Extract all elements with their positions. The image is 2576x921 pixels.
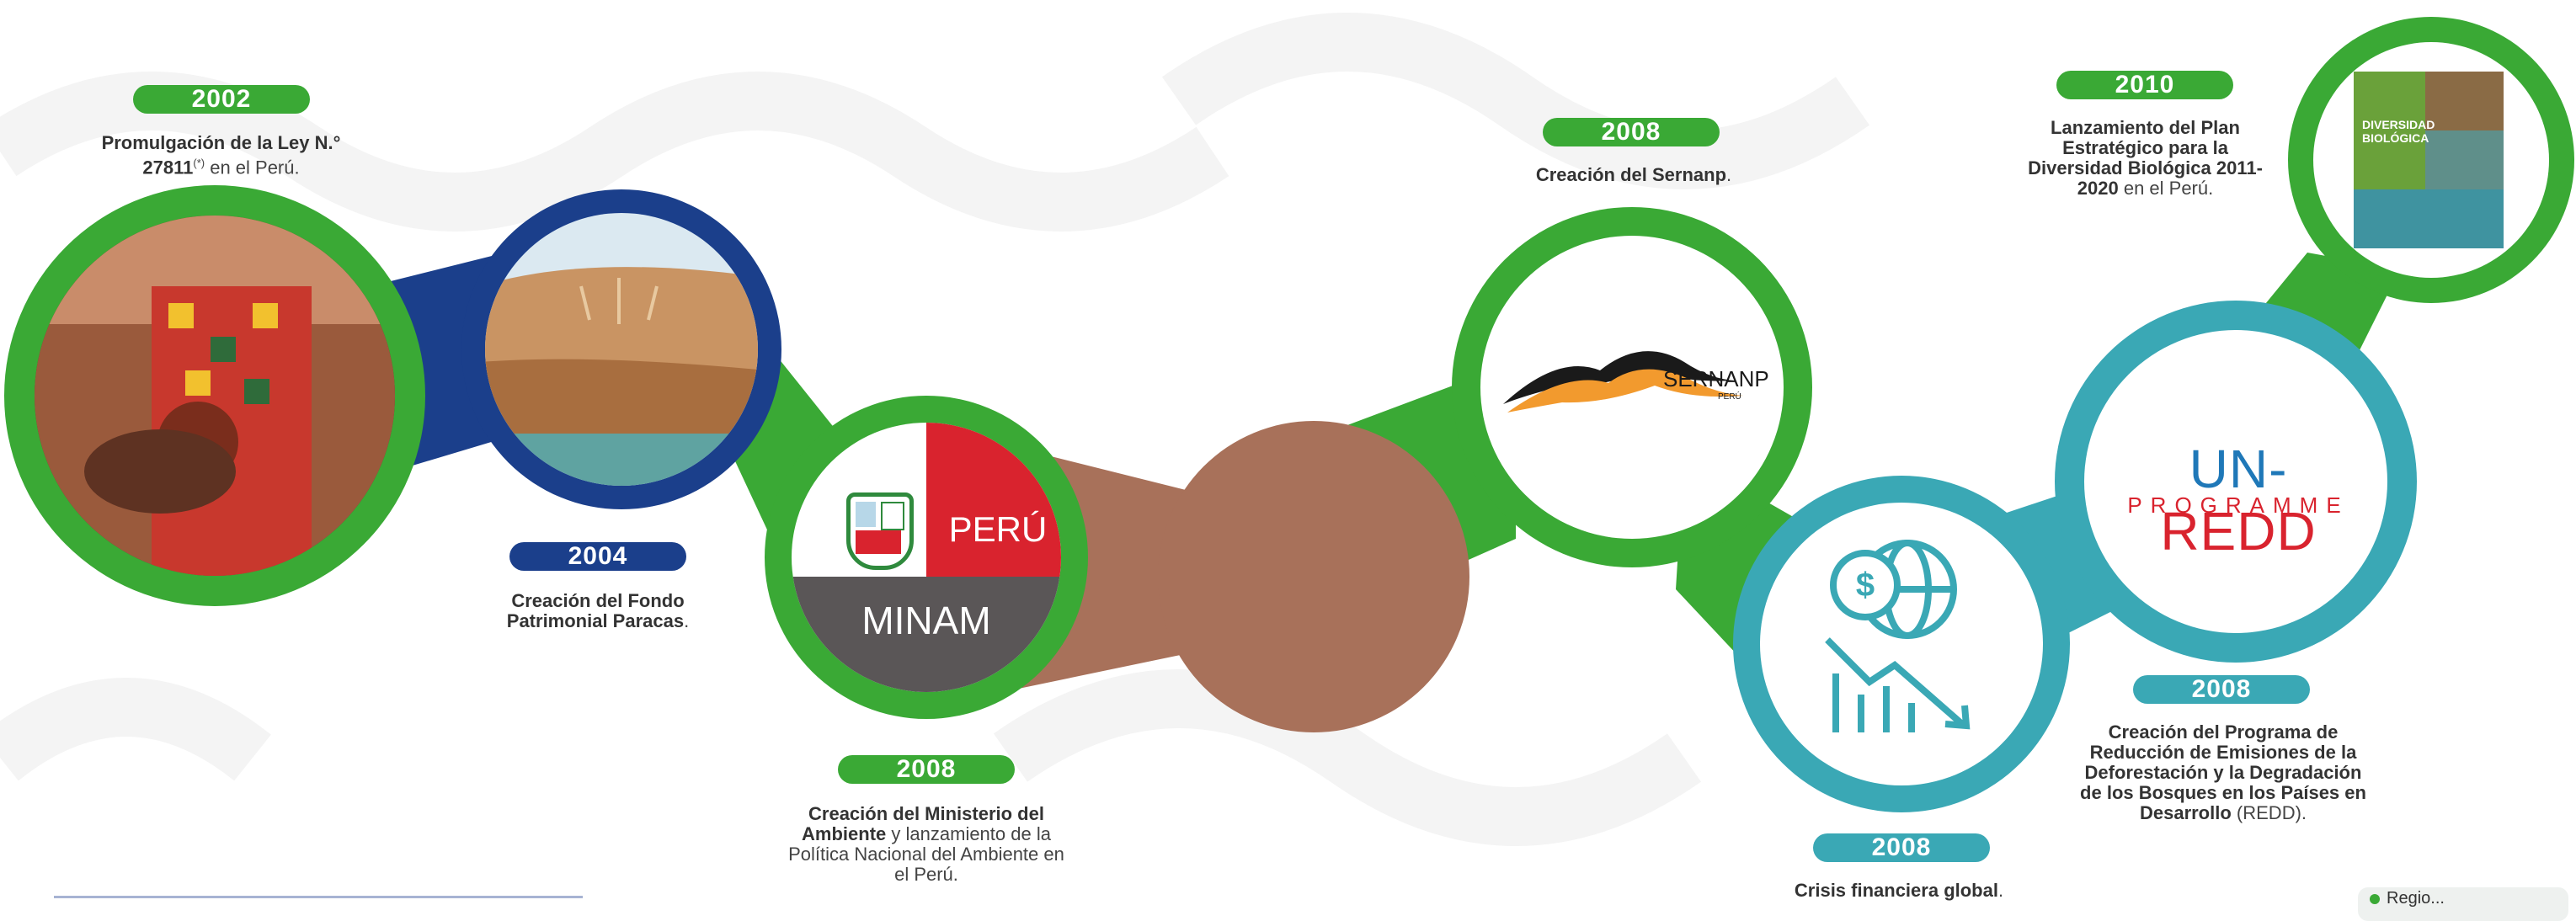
minam-logo-text: MINAM [861,599,991,642]
unredd-logo: UN-REDD [2112,438,2365,562]
event-2010-description: Lanzamiento del Plan Estratégico para la… [2021,118,2269,199]
chip-dot-icon [2370,894,2380,904]
globe-dollar-down-chart-icon [1825,540,1971,732]
year-badge-2008-crisis: 2008 [1813,833,1990,862]
bottom-divider [54,896,583,898]
sernanp-logo-subtext: PERÚ [1718,392,1741,402]
circle-2008-sernanp [1452,207,1812,567]
event-2008-sernanp-rest: . [1726,164,1732,185]
year-badge-2008-sernanp: 2008 [1543,118,1720,146]
event-2002-footnote-mark: (*) [193,157,205,169]
peru-coat-of-arms-icon [846,492,914,570]
event-2008-redd-title: Creación del Programa de Reducción de Em… [2080,721,2366,823]
event-2008-crisis-title: Crisis financiera global [1794,880,1998,901]
corner-chip[interactable]: Regio... [2358,887,2568,921]
unredd-logo-redd: REDD [2160,501,2317,562]
event-2002-description: Promulgación de la Ley N.° 27811(*) en e… [76,132,366,178]
year-badge-2008-redd: 2008 [2133,675,2310,704]
event-2008-minam-title: Creación del Ministerio del Ambiente [802,803,1044,844]
circle-2004 [461,189,781,509]
event-2002-rest: en el Perú. [210,157,300,178]
year-badge-2008-minam: 2008 [838,755,1015,784]
year-badge-2004: 2004 [509,542,686,571]
circle-2002 [4,185,425,606]
event-2010-title: Lanzamiento del Plan Estratégico para la… [2028,117,2263,199]
circle-2008-minam [765,396,1088,719]
event-2004-title: Creación del Fondo Patrimonial Paracas [506,590,685,631]
sernanp-logo-text: SERNANP [1663,366,1769,391]
timeline-graphic: $ [0,13,2574,846]
event-2010-rest: en el Perú. [2123,178,2214,199]
event-2008-minam-rest: y lanzamiento de la Política Nacional de… [788,823,1064,885]
corner-chip-label: Regio... [2387,889,2445,908]
event-2008-redd-description: Creación del Programa de Reducción de Em… [2076,722,2371,823]
peru-logo-text: PERÚ [948,509,1048,549]
unredd-logo-un: UN- [2189,439,2288,499]
event-2008-minam-description: Creación del Ministerio del Ambiente y l… [787,804,1065,885]
event-2008-sernanp-title: Creación del Sernanp [1535,164,1727,185]
event-2008-crisis-description: Crisis financiera global. [1760,881,2038,901]
circle-2008-crisis: $ [1733,476,2070,812]
event-2004-rest: . [684,610,690,631]
event-2004-description: Creación del Fondo Patrimonial Paracas. [480,591,716,631]
book-cover-title: DIVERSIDAD BIOLÓGICA [2362,118,2435,145]
event-2002-title: Promulgación de la Ley N.° 27811 [101,132,341,178]
year-badge-2010: 2010 [2056,71,2233,99]
circle-2008-unredd [2055,301,2417,663]
event-2008-sernanp-description: Creación del Sernanp. [1499,165,1768,185]
year-badge-2002: 2002 [133,85,310,114]
circle-2010 [2288,17,2574,303]
event-2008-redd-rest: (REDD). [2236,802,2307,823]
svg-text:$: $ [1856,567,1875,604]
unredd-programme-text: PROGRAMME [2127,492,2349,518]
circle-brown-connector [1158,421,1469,732]
event-2008-crisis-rest: . [1997,880,2004,901]
